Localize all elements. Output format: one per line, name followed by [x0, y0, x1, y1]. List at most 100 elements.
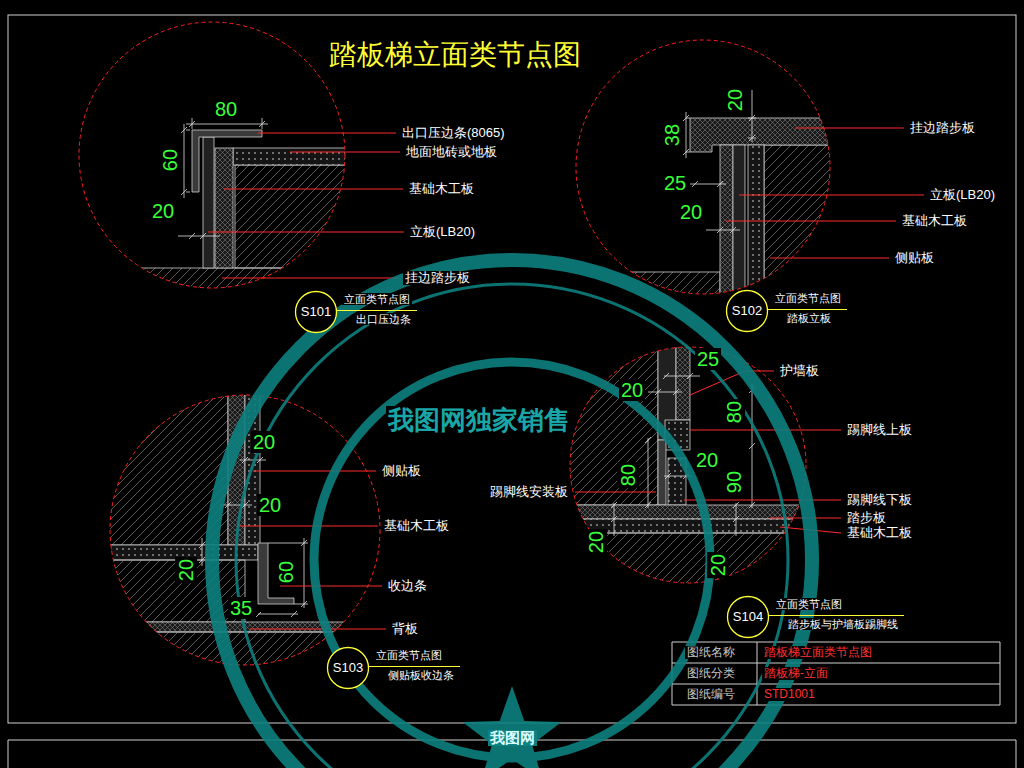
- title-block-value: 踏板梯-立面: [762, 667, 830, 680]
- detail-number: S101: [299, 305, 333, 319]
- callout-label: 踏步板: [845, 511, 888, 525]
- section-s103: [256, 611, 298, 617]
- section-s104: [611, 502, 617, 536]
- detail-number: S104: [731, 610, 765, 624]
- section-s101: [208, 133, 404, 278]
- callout-label: 踢脚线下板: [845, 493, 914, 507]
- dimension-number: 20: [257, 494, 283, 516]
- callout-label: 立板(LB20): [928, 188, 997, 202]
- section-s101: [181, 124, 190, 198]
- callout-label: 基础木工板: [382, 519, 451, 533]
- caption-underline: [769, 615, 904, 616]
- section-s101: [233, 148, 355, 165]
- section-s101: [178, 233, 220, 239]
- callout-label: 侧贴板: [380, 464, 423, 478]
- dimension-number: 60: [159, 147, 181, 173]
- callout-label: 挂边踏步板: [403, 271, 472, 285]
- section-s102: [748, 145, 764, 305]
- section-s102: [733, 145, 745, 305]
- section-s104: [645, 437, 651, 508]
- marker-circle: [727, 291, 768, 332]
- section-s103: [199, 538, 205, 566]
- sheet-frame: [8, 15, 1016, 768]
- callout-label: 护墙板: [778, 364, 821, 378]
- dimension-number: 38: [661, 122, 683, 148]
- marker-circle: [328, 648, 369, 689]
- caption-underline: [337, 310, 417, 311]
- section-s104: [565, 505, 815, 519]
- dimension-number: 60: [275, 559, 297, 585]
- dimension-number: 20: [724, 87, 746, 113]
- sheet-frame: [8, 15, 1016, 723]
- section-s104: [663, 373, 700, 379]
- title-block-cell: 图纸编号: [685, 688, 737, 701]
- dimension-number: 80: [213, 98, 239, 120]
- section-s102: [748, 90, 756, 142]
- callout-label: 基础木工板: [900, 214, 969, 228]
- section-s102: [576, 40, 830, 294]
- section-s104: [676, 340, 690, 420]
- detail-caption: 立面类节点图: [773, 292, 843, 304]
- section-s103: [268, 538, 308, 608]
- dimension-number: 25: [695, 348, 721, 370]
- title-block-value: STD1001: [762, 688, 817, 701]
- drawing-title: 踏板梯立面类节点图: [327, 40, 583, 71]
- section-s104: [565, 340, 658, 505]
- dimension-number: 20: [694, 449, 720, 471]
- detail-caption: 立面类节点图: [374, 649, 444, 661]
- title-block-cell: 图纸分类: [685, 667, 737, 680]
- dimension-number: 90: [723, 469, 745, 495]
- dimension-number: 20: [251, 431, 277, 453]
- section-s101: [203, 137, 214, 268]
- section-s104: [648, 389, 682, 395]
- section-s101: [215, 148, 233, 268]
- caption-underline: [768, 309, 847, 310]
- callout-label: 踢脚线上板: [845, 423, 914, 437]
- detail-marker: S103 立面类节点图侧贴板收边条: [326, 646, 460, 690]
- callout-label: 基础木工板: [845, 526, 914, 540]
- dimension-number: 20: [150, 200, 176, 222]
- section-s102: [570, 40, 924, 315]
- dimension-number: 20: [619, 379, 645, 401]
- caption-underline: [369, 666, 460, 667]
- detail-caption: 踏步板与护墙板踢脚线: [786, 618, 900, 630]
- dimension-number: 20: [707, 552, 729, 578]
- dimension-number: 20: [175, 557, 197, 583]
- watermark-stamp: [212, 260, 812, 768]
- detail-marker: S101 立面类节点图出口压边条: [294, 290, 417, 334]
- section-s101: [178, 118, 268, 239]
- dimension-number: 80: [617, 462, 639, 488]
- callout-label: 出口压边条(8065): [400, 126, 507, 140]
- title-block-cell: 图纸名称: [685, 646, 737, 659]
- section-s102: [764, 145, 844, 315]
- dimension-number: 80: [723, 399, 745, 425]
- section-s101: [192, 130, 262, 192]
- detail-caption: 立面类节点图: [342, 293, 412, 305]
- section-s104: [658, 440, 666, 505]
- detail-number: S103: [331, 661, 365, 675]
- watermark-stamp: [463, 686, 562, 768]
- section-s102: [726, 128, 924, 258]
- section-s101: [235, 165, 355, 268]
- watermark-logo-text: 我图网: [488, 730, 537, 747]
- watermark-stamp: [212, 260, 812, 768]
- callout-label: 侧贴板: [893, 251, 936, 265]
- detail-caption: 立面类节点图: [774, 598, 844, 610]
- callout-label: 收边条: [386, 579, 429, 593]
- sheet-frame: [672, 642, 1000, 705]
- detail-caption: 出口压边条: [354, 313, 413, 325]
- callout-label: 地面地砖或地板: [404, 145, 499, 159]
- callout-label: 踢脚线安装板: [488, 485, 570, 499]
- callout-label: 背板: [390, 622, 420, 636]
- callout-label: 立板(LB20): [408, 225, 477, 239]
- section-s102: [720, 145, 733, 305]
- dimension-number: 35: [228, 597, 254, 619]
- detail-number: S102: [730, 304, 764, 318]
- dimension-number: 25: [662, 172, 688, 194]
- dimension-number: 20: [678, 201, 704, 223]
- callout-label: 基础木工板: [407, 182, 476, 196]
- dimension-number: 20: [585, 529, 607, 555]
- section-s101: [78, 130, 355, 292]
- detail-caption: 侧贴板收边条: [386, 669, 456, 681]
